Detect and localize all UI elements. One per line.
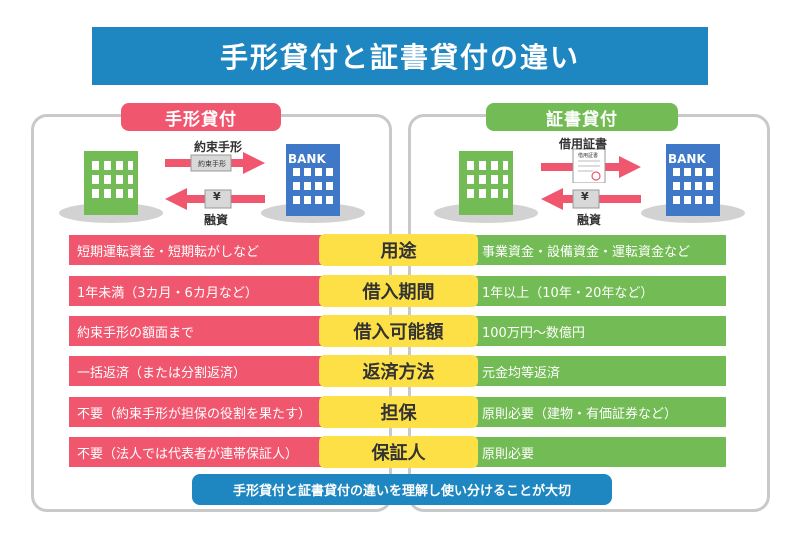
row-amount-bill: 約束手形の額面まで: [69, 316, 327, 346]
arrow-right-icon: [541, 147, 641, 183]
yen-icon-right: ¥: [581, 190, 589, 203]
bank-label-left: BANK: [288, 152, 326, 166]
row-label-guarantor: 保証人: [319, 436, 478, 468]
row-label-repayment: 返済方法: [319, 355, 478, 387]
bottom-arrow-label-right: 融資: [577, 213, 602, 227]
arrow-left-icon: [165, 186, 265, 212]
row-term-bill: 1年未満（3カ月・6カ月など）: [69, 276, 327, 306]
row-term-deed: 1年以上（10年・20年など）: [474, 276, 726, 306]
row-label-purpose: 用途: [319, 234, 478, 266]
bank-label-right: BANK: [668, 152, 706, 166]
row-guarantor-deed: 原則必要: [474, 437, 726, 467]
bank-building-icon: [638, 140, 748, 225]
row-label-amount: 借入可能額: [319, 315, 478, 347]
row-repayment-deed: 元金均等返済: [474, 356, 726, 386]
row-collateral-deed: 原則必要（建物・有価証券など）: [474, 397, 726, 427]
yen-icon-left: ¥: [213, 190, 221, 203]
tag-deed-loan: 証書貸付: [486, 103, 678, 131]
row-label-term: 借入期間: [319, 275, 478, 307]
top-arrow-label-left: 約束手形: [194, 140, 243, 154]
row-amount-deed: 100万円〜数億円: [474, 316, 726, 346]
row-repayment-bill: 一括返済（または分割返済）: [69, 356, 327, 386]
footer-summary: 手形貸付と証書貸付の違いを理解し使い分けることが大切: [192, 474, 612, 505]
row-purpose-deed: 事業資金・設備資金・運転資金など: [474, 235, 726, 265]
company-building-icon: [431, 145, 541, 225]
arrow-right-icon: [165, 150, 265, 176]
doc-label-left: 約束手形: [198, 160, 226, 168]
company-building-icon: [56, 145, 166, 225]
bank-building-icon: [258, 140, 368, 225]
tag-bill-loan: 手形貸付: [121, 103, 281, 131]
row-purpose-bill: 短期運転資金・短期転がしなど: [69, 235, 327, 265]
page-title: 手形貸付と証書貸付の違い: [92, 27, 708, 85]
top-arrow-label-right: 借用証書: [559, 137, 608, 151]
row-label-collateral: 担保: [319, 396, 478, 428]
arrow-left-icon: [541, 186, 641, 212]
row-guarantor-bill: 不要（法人では代表者が連帯保証人）: [69, 437, 327, 467]
doc-label-right: 借用証書: [578, 153, 599, 159]
bottom-arrow-label-left: 融資: [204, 213, 229, 227]
row-collateral-bill: 不要（約束手形が担保の役割を果たす）: [69, 397, 327, 427]
